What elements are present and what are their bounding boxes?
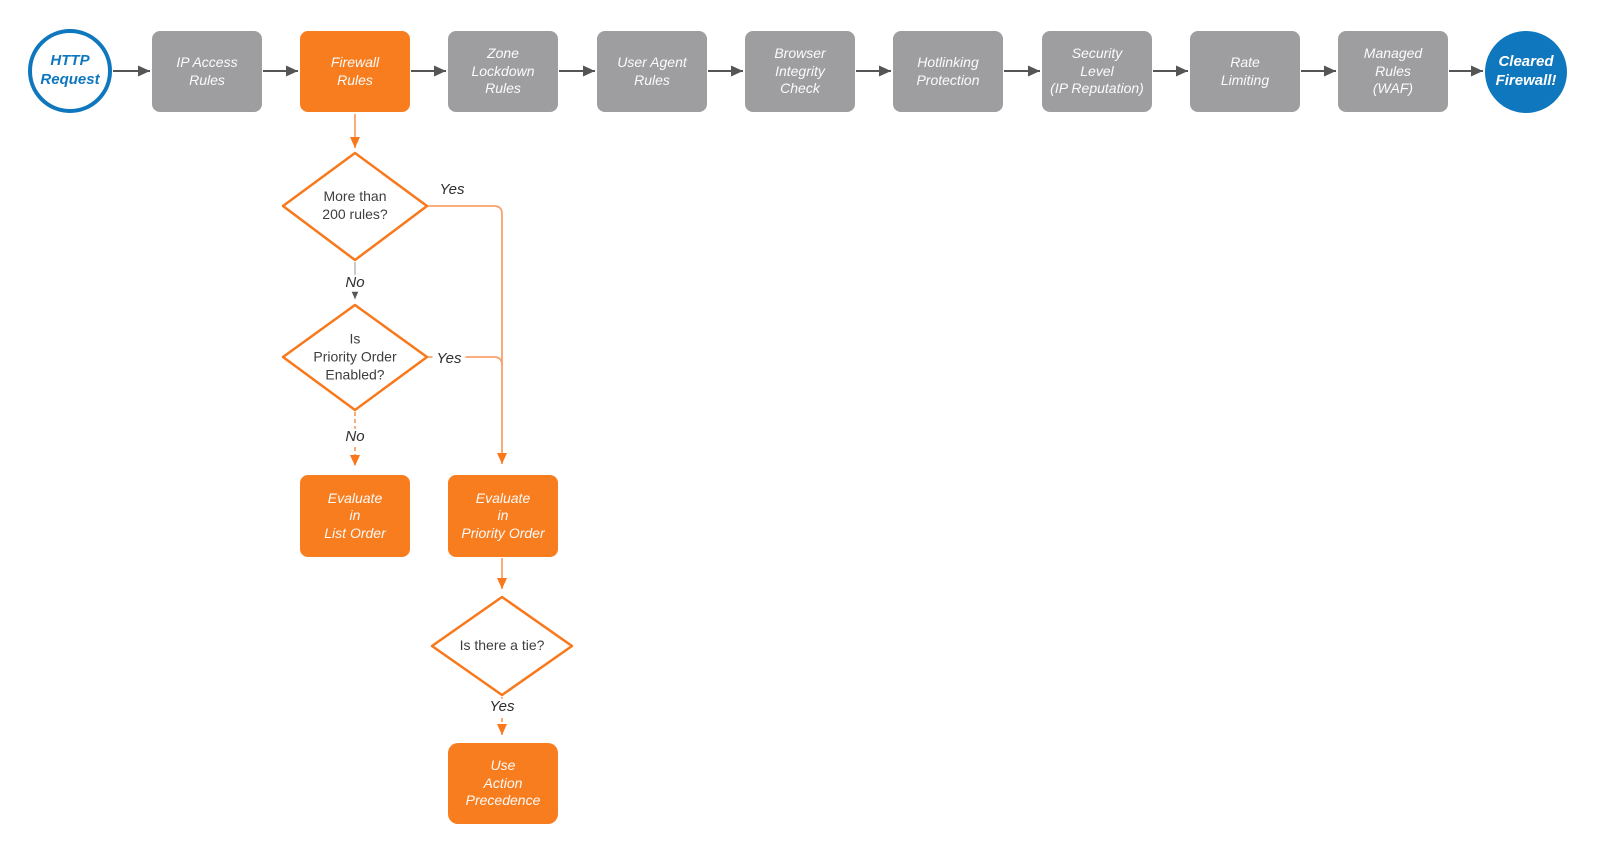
edge-label-yes-tie: Yes (485, 698, 519, 716)
end-node-label: Cleared Firewall! (1495, 53, 1557, 89)
decision-is-there-a-tie-shape (430, 595, 574, 697)
decision-dashed-lines (350, 412, 507, 735)
step-ip-access-rules: IP Access Rules (152, 31, 262, 112)
step-label: Browser Integrity Check (774, 45, 826, 97)
action-evaluate-in-priority-order: Evaluate in Priority Order (448, 475, 558, 557)
decision-more-than-200-rules-label: More than 200 rules? (322, 187, 388, 222)
decision-more-than-200-rules-shape (281, 151, 429, 262)
step-security-level-ip-reputation: Security Level (IP Reputation) (1042, 31, 1152, 112)
decision-is-there-a-tie-label: Is there a tie? (459, 636, 545, 653)
decision-priority-order-enabled-label: Is Priority Order Enabled? (313, 330, 397, 384)
step-user-agent-rules: User Agent Rules (597, 31, 707, 112)
step-rate-limiting: Rate Limiting (1190, 31, 1300, 112)
edge-label-no-priority-order: No (341, 428, 369, 446)
step-label: Rate Limiting (1220, 54, 1270, 88)
start-node-http-request: HTTP Request (28, 29, 112, 113)
action-evaluate-in-list-order: Evaluate in List Order (300, 475, 410, 557)
action-label: Evaluate in Priority Order (461, 489, 545, 541)
action-use-action-precedence: Use Action Precedence (448, 743, 558, 824)
end-node-cleared-firewall: Cleared Firewall! (1485, 31, 1567, 113)
step-label: User Agent Rules (617, 54, 687, 88)
action-label: Use Action Precedence (465, 757, 541, 809)
step-label: Zone Lockdown Rules (471, 45, 535, 97)
edge-label-yes-more-than-200: Yes (435, 181, 469, 199)
action-label: Evaluate in List Order (324, 489, 386, 541)
step-label: Hotlinking Protection (916, 54, 980, 88)
step-zone-lockdown-rules: Zone Lockdown Rules (448, 31, 558, 112)
step-label: Firewall Rules (330, 54, 380, 88)
step-label: Managed Rules (WAF) (1363, 45, 1423, 97)
edge-label-yes-priority-order: Yes (432, 350, 466, 368)
step-browser-integrity-check: Browser Integrity Check (745, 31, 855, 112)
decision-branch-lines (350, 114, 507, 589)
start-node-label: HTTP Request (40, 52, 100, 88)
step-firewall-rules: Firewall Rules (300, 31, 410, 112)
step-hotlinking-protection: Hotlinking Protection (893, 31, 1003, 112)
edge-label-no-more-than-200: No (341, 274, 369, 292)
step-managed-rules-waf: Managed Rules (WAF) (1338, 31, 1448, 112)
step-label: IP Access Rules (176, 54, 238, 88)
step-label: Security Level (IP Reputation) (1050, 45, 1144, 97)
decision-priority-order-enabled-shape (281, 303, 429, 412)
